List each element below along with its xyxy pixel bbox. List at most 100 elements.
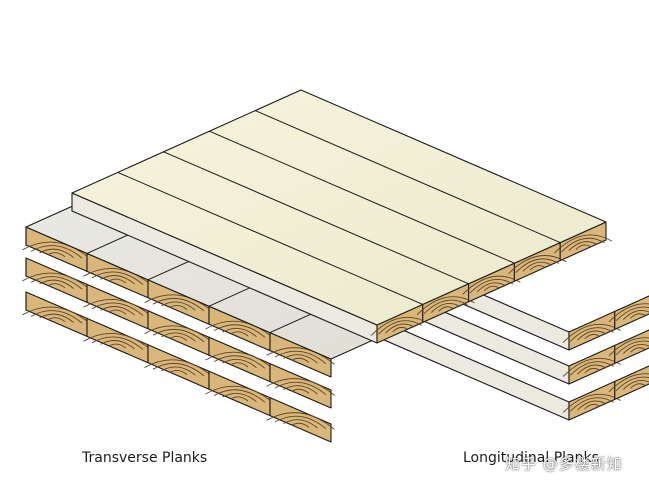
grain-ring [584,333,600,340]
grain-ring [483,285,499,292]
grain-ring [91,271,144,285]
grain-ring [205,385,274,404]
grain-ring [108,343,127,349]
grain-ring [423,299,468,315]
longitudinal-layer [71,89,613,344]
grain-ring [91,302,144,316]
grain-ring [622,309,649,320]
grain-ring [144,359,213,377]
grain-ring [608,337,649,357]
grain-ring [30,245,83,259]
grain-ring [213,355,266,369]
grain-ring [291,357,310,363]
grain-ring [230,362,249,368]
grain-ring [622,379,649,390]
transverse-layer [22,257,335,409]
transverse-planks-label: Transverse Planks [82,450,208,466]
grain-ring [283,385,318,395]
grain-ring [615,340,649,356]
grain-ring [575,244,591,250]
grain-ring [100,340,135,350]
grain-ring [47,317,66,323]
grain-ring [144,325,213,343]
grain-ring [108,309,127,315]
grain-ring [266,412,335,430]
grain-ring [47,252,66,258]
grain-ring [222,358,257,369]
grain-ring [274,381,327,396]
grain-ring [584,367,600,374]
grain-ring [83,299,152,317]
grain-ring [30,276,83,290]
grain-ring [630,347,646,353]
grain-ring [577,400,607,411]
plank-seam [209,130,515,264]
grain-ring [608,373,649,393]
grain-ring [561,237,605,253]
grain-ring [230,331,249,337]
grain-ring [169,370,188,375]
grain-ring [222,392,257,403]
grain-ring [615,306,649,322]
grain-ring [39,279,74,289]
longitudinal-planks-label: Longitudinal Planks [463,450,599,466]
grain-ring [608,303,649,323]
grain-ring [39,313,74,323]
grain-ring [377,320,422,335]
grain-ring [522,261,552,272]
grain-ring [392,326,408,333]
grain-ring [144,294,213,312]
grain-ring [385,323,415,334]
grain-ring [438,306,454,312]
plank-seam [117,171,423,305]
grain-ring [569,327,614,342]
plank-end-grain [568,344,616,385]
grain-ring [100,306,135,316]
grain-ring [161,332,196,342]
grain-ring [266,378,335,396]
grain-ring [476,282,507,293]
grain-ring [108,278,127,284]
grain-ring [152,297,205,312]
grain-ring [213,389,266,403]
grain-ring [568,241,598,252]
grain-ring [553,234,613,254]
grain-ring [22,241,91,260]
grain-ring [630,383,646,389]
grain-ring [469,279,514,294]
grain-ring [213,324,266,338]
grain-ring [291,388,310,394]
watermark-text: 知乎 @多楼新知 [505,455,623,473]
grain-ring [39,248,74,258]
grain-ring [584,403,600,410]
grain-ring [283,419,318,429]
grain-ring [515,258,560,273]
grain-ring [274,350,327,365]
grain-ring [169,336,188,341]
plank-seam [255,110,561,244]
grain-ring [615,376,649,392]
grain-ring [47,283,66,289]
grain-ring [169,305,188,310]
grain-ring [161,366,196,376]
grain-ring [22,306,91,325]
grain-ring [577,330,607,341]
grain-ring [569,361,614,376]
grain-ring [83,333,152,351]
grain-ring [22,272,91,291]
grain-ring [222,327,257,338]
grain-ring [430,302,461,313]
grain-ring [622,343,649,354]
plank-end-grain [568,380,616,421]
grain-ring [630,313,646,319]
grain-ring [30,310,83,324]
grain-ring [100,275,135,285]
grain-ring [577,364,607,375]
grain-ring [569,397,614,412]
grain-ring [230,396,249,402]
transverse-layer [22,291,335,443]
grain-ring [152,362,205,377]
grain-ring [529,265,545,271]
plank-seam [163,151,469,285]
